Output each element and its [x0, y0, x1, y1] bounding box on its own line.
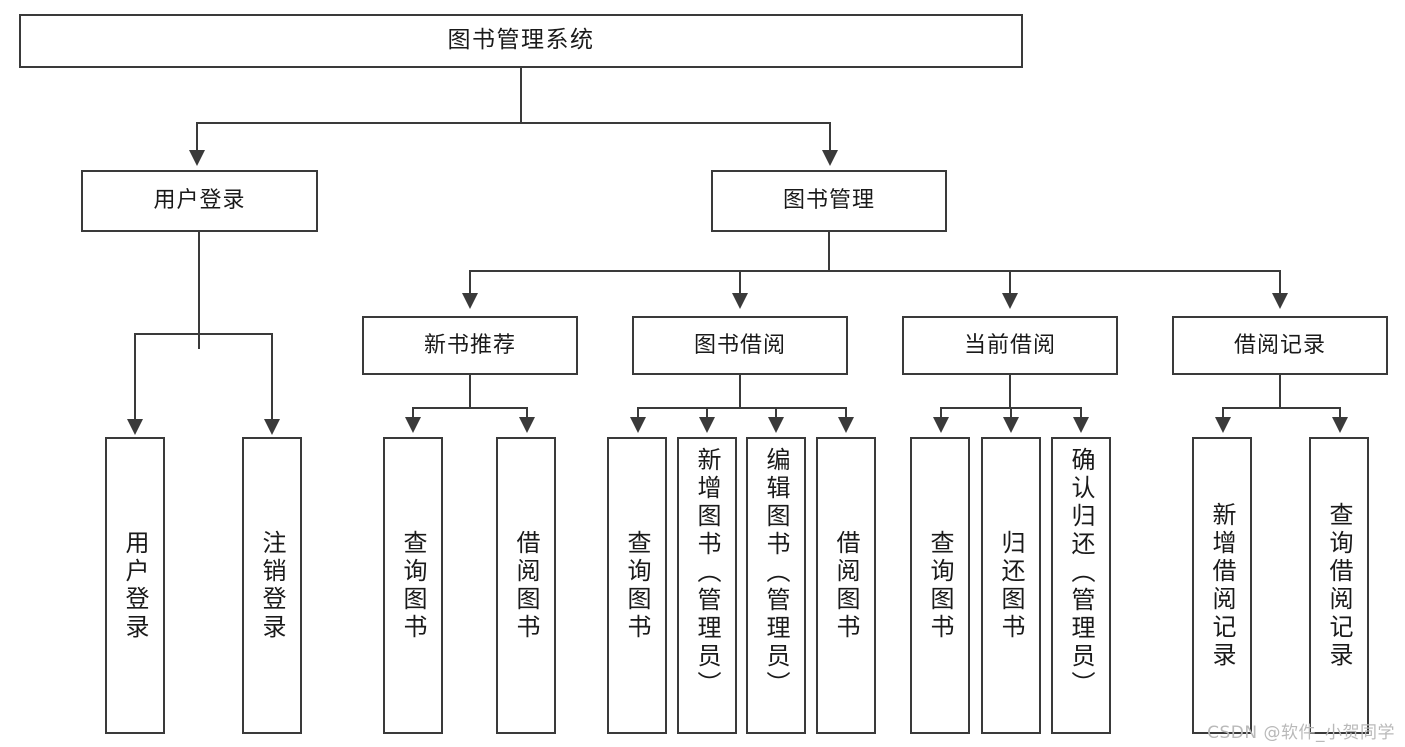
leaf-user-login-1[interactable]: 用户登录 — [105, 437, 165, 734]
arrow-to-newbook-leaf2 — [519, 417, 535, 433]
arrow-to-currentborrow-leaf2 — [1003, 417, 1019, 433]
connector-bookborrow-stem — [739, 375, 741, 409]
connector-bookborrow-bar — [637, 407, 845, 409]
arrow-to-borrowrecord-leaf1 — [1215, 417, 1231, 433]
arrow-to-newbook-leaf1 — [405, 417, 421, 433]
node-label: 注销登录 — [258, 529, 286, 642]
connector-newbook-to-leaf1 — [412, 407, 414, 419]
leaf-current-borrow-3[interactable]: 确认归还（管理员） — [1051, 437, 1111, 734]
connector-bookmgmt-bar — [469, 270, 1281, 272]
node-label: 图书管理系统 — [447, 27, 595, 54]
arrow-to-bookborrow-leaf1 — [630, 417, 646, 433]
node-book-borrow[interactable]: 图书借阅 — [632, 316, 848, 375]
connector-borrowrecord-to-leaf1 — [1222, 407, 1224, 419]
arrow-to-current-borrow — [1002, 293, 1018, 309]
connector-bookmgmt-to-g2 — [739, 270, 741, 295]
leaf-book-borrow-4[interactable]: 借阅图书 — [816, 437, 876, 734]
leaf-user-login-2[interactable]: 注销登录 — [242, 437, 302, 734]
leaf-book-borrow-1[interactable]: 查询图书 — [607, 437, 667, 734]
arrow-to-userlogin-leaf2 — [264, 419, 280, 435]
leaf-new-book-recommend-2[interactable]: 借阅图书 — [496, 437, 556, 734]
arrow-to-new-book-recommend — [462, 293, 478, 309]
connector-currentborrow-to-leaf1 — [940, 407, 942, 419]
node-label: 归还图书 — [997, 529, 1025, 642]
leaf-current-borrow-2[interactable]: 归还图书 — [981, 437, 1041, 734]
connector-currentborrow-to-leaf3 — [1080, 407, 1082, 419]
connector-bookmgmt-stem — [828, 232, 830, 272]
node-current-borrow[interactable]: 当前借阅 — [902, 316, 1118, 375]
node-label: 查询图书 — [623, 529, 651, 642]
connector-userlogin-to-leaf1 — [134, 333, 136, 421]
leaf-current-borrow-1[interactable]: 查询图书 — [910, 437, 970, 734]
connector-root-stem — [520, 68, 522, 122]
node-borrow-record[interactable]: 借阅记录 — [1172, 316, 1388, 375]
connector-newbook-bar — [412, 407, 526, 409]
connector-currentborrow-to-leaf2 — [1010, 407, 1012, 419]
node-label: 编辑图书（管理员） — [762, 447, 790, 699]
arrow-to-userlogin-leaf1 — [127, 419, 143, 435]
arrow-to-bookmgmt — [822, 150, 838, 166]
arrow-to-borrowrecord-leaf2 — [1332, 417, 1348, 433]
connector-root-to-userlogin — [196, 122, 198, 150]
connector-bookmgmt-to-g3 — [1009, 270, 1011, 295]
arrow-to-bookborrow-leaf3 — [768, 417, 784, 433]
connector-newbook-stem — [469, 375, 471, 409]
node-label: 查询图书 — [399, 529, 427, 642]
connector-bookmgmt-to-g4 — [1279, 270, 1281, 295]
arrow-to-book-borrow — [732, 293, 748, 309]
node-label: 用户登录 — [121, 529, 149, 642]
connector-newbook-to-leaf2 — [526, 407, 528, 419]
node-label: 借阅图书 — [832, 529, 860, 642]
connector-bookborrow-to-leaf3 — [775, 407, 777, 419]
arrow-to-currentborrow-leaf1 — [933, 417, 949, 433]
node-label: 查询借阅记录 — [1325, 501, 1353, 670]
node-user-login[interactable]: 用户登录 — [81, 170, 318, 232]
node-label: 借阅图书 — [512, 529, 540, 642]
node-label: 新书推荐 — [423, 332, 516, 358]
connector-currentborrow-stem — [1009, 375, 1011, 409]
node-label: 图书管理 — [782, 188, 875, 214]
leaf-book-borrow-2[interactable]: 新增图书（管理员） — [677, 437, 737, 734]
connector-userlogin-stem — [198, 232, 200, 349]
connector-borrowrecord-bar — [1222, 407, 1339, 409]
connector-borrowrecord-stem — [1279, 375, 1281, 409]
arrow-to-bookborrow-leaf4 — [838, 417, 854, 433]
connector-borrowrecord-to-leaf2 — [1339, 407, 1341, 419]
arrow-to-borrow-record — [1272, 293, 1288, 309]
node-label: 查询图书 — [926, 529, 954, 642]
node-root-system[interactable]: 图书管理系统 — [19, 14, 1023, 68]
node-label: 当前借阅 — [963, 332, 1056, 358]
leaf-borrow-record-1[interactable]: 新增借阅记录 — [1192, 437, 1252, 734]
connector-bookborrow-to-leaf1 — [637, 407, 639, 419]
arrow-to-bookborrow-leaf2 — [699, 417, 715, 433]
leaf-borrow-record-2[interactable]: 查询借阅记录 — [1309, 437, 1369, 734]
node-label: 图书借阅 — [693, 332, 786, 358]
connector-bookborrow-to-leaf4 — [845, 407, 847, 419]
node-book-management[interactable]: 图书管理 — [711, 170, 947, 232]
node-label: 借阅记录 — [1233, 332, 1326, 358]
connector-userlogin-to-leaf2 — [271, 333, 273, 421]
leaf-new-book-recommend-1[interactable]: 查询图书 — [383, 437, 443, 734]
leaf-book-borrow-3[interactable]: 编辑图书（管理员） — [746, 437, 806, 734]
arrow-to-userlogin — [189, 150, 205, 166]
node-label: 用户登录 — [153, 188, 246, 214]
arrow-to-currentborrow-leaf3 — [1073, 417, 1089, 433]
connector-userlogin-bar — [134, 333, 271, 335]
node-new-book-recommend[interactable]: 新书推荐 — [362, 316, 578, 375]
node-label: 新增借阅记录 — [1208, 501, 1236, 670]
node-label: 新增图书（管理员） — [693, 447, 721, 699]
connector-bookmgmt-to-g1 — [469, 270, 471, 295]
connector-root-to-bookmgmt — [829, 122, 831, 150]
connector-root-bar — [196, 122, 830, 124]
node-label: 确认归还（管理员） — [1067, 447, 1095, 699]
connector-bookborrow-to-leaf2 — [706, 407, 708, 419]
